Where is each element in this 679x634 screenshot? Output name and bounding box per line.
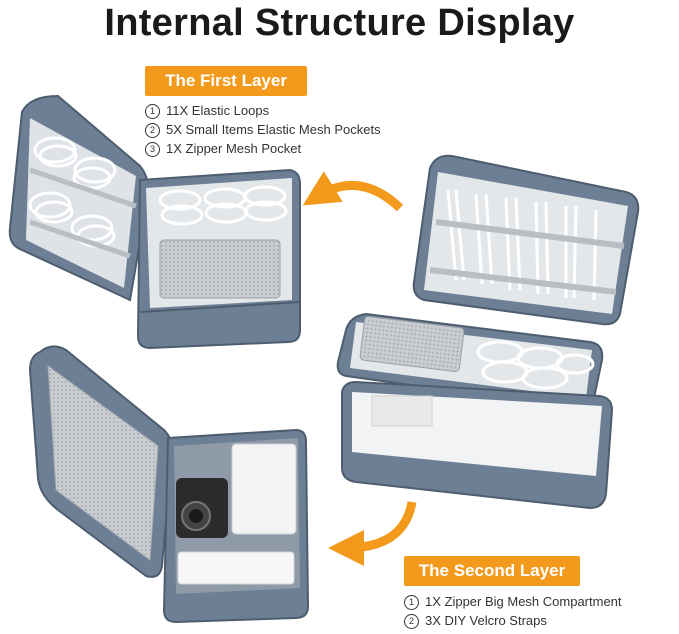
first-layer-feature-1: 1 11X Elastic Loops [145, 103, 269, 119]
arrow-to-second-layer [328, 501, 417, 566]
second-layer-feature-1: 1 1X Zipper Big Mesh Compartment [404, 594, 622, 610]
page-title: Internal Structure Display [104, 2, 575, 44]
second-layer-heading: The Second Layer [404, 556, 580, 586]
numbered-circle-icon: 3 [145, 142, 160, 157]
numbered-circle-icon: 2 [145, 123, 160, 138]
feature-text: 1X Zipper Mesh Pocket [166, 141, 302, 156]
first-layer-feature-2: 2 5X Small Items Elastic Mesh Pockets [145, 122, 381, 138]
first-layer-heading: The First Layer [145, 66, 307, 96]
numbered-circle-icon: 1 [404, 595, 419, 610]
arrow-to-first-layer [302, 171, 404, 212]
case-second-layer-open [28, 345, 310, 624]
numbered-circle-icon: 2 [404, 614, 419, 629]
feature-text: 1X Zipper Big Mesh Compartment [425, 594, 622, 609]
feature-text: 11X Elastic Loops [166, 103, 270, 118]
case-both-layers-open [336, 154, 640, 510]
feature-text: 3X DIY Velcro Straps [425, 613, 547, 628]
feature-text: 5X Small Items Elastic Mesh Pockets [166, 122, 381, 137]
second-layer-feature-2: 2 3X DIY Velcro Straps [404, 613, 547, 629]
case-first-layer-open [8, 94, 301, 350]
numbered-circle-icon: 1 [145, 104, 160, 119]
first-layer-feature-3: 3 1X Zipper Mesh Pocket [145, 141, 301, 157]
